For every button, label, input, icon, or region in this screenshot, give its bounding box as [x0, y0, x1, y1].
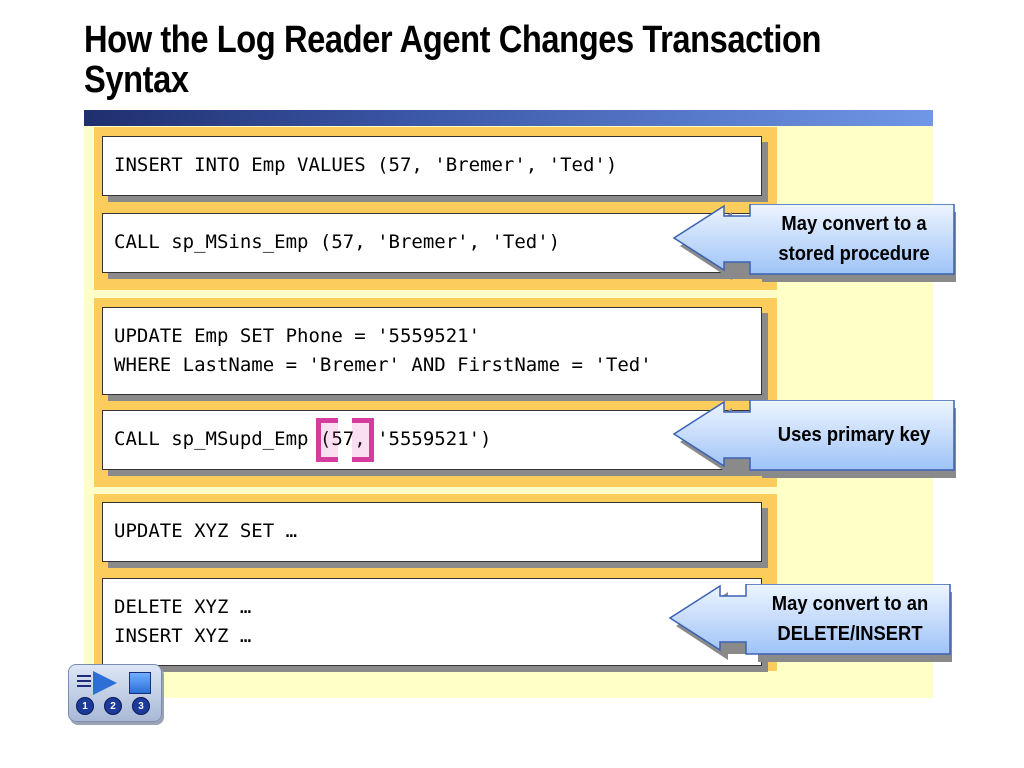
right-bracket-highlight — [351, 418, 374, 462]
callout-delete-insert: May convert to an DELETE/INSERT — [668, 584, 958, 662]
insert-statement: INSERT INTO Emp VALUES (57, 'Bremer', 'T… — [114, 154, 618, 176]
call-upd-statement: CALL sp_MSupd_Emp (57, '5559521') — [114, 418, 761, 462]
insert-statement-box: INSERT INTO Emp VALUES (57, 'Bremer', 'T… — [102, 136, 762, 196]
callout-delete-insert-text: May convert to an DELETE/INSERT — [771, 593, 929, 645]
left-arrow-callout-shape — [672, 204, 956, 282]
step-2-button[interactable]: 2 — [104, 697, 122, 715]
call-upd-statement-box: CALL sp_MSupd_Emp (57, '5559521') — [102, 410, 762, 470]
primary-key-highlight: (57, — [315, 418, 374, 462]
stop-icon[interactable] — [129, 672, 151, 694]
insert-xyz-statement: INSERT XYZ … — [114, 625, 252, 647]
call-upd-key: (57, — [319, 428, 366, 450]
update-statement-box: UPDATE Emp SET Phone = '5559521' WHERE L… — [102, 307, 762, 395]
left-arrow-callout-shape — [668, 584, 952, 662]
callout-primary-key-text: Uses primary key — [777, 424, 931, 446]
update-statement-line-2: WHERE LastName = 'Bremer' AND FirstName … — [114, 354, 652, 376]
step-3-button[interactable]: 3 — [132, 697, 150, 715]
slide-title: How the Log Reader Agent Changes Transac… — [84, 19, 822, 101]
delete-insert-statement-box: DELETE XYZ … INSERT XYZ … — [102, 578, 762, 666]
call-upd-suffix: '5559521') — [365, 428, 492, 450]
callout-stored-procedure-text: May convert to a stored procedure — [778, 213, 930, 265]
menu-lines-icon[interactable] — [77, 675, 91, 690]
update-xyz-statement-box: UPDATE XYZ SET … — [102, 502, 762, 562]
left-arrow-callout-shape — [672, 400, 956, 478]
callout-stored-procedure: May convert to a stored procedure — [672, 204, 962, 282]
title-divider-bar — [84, 110, 933, 126]
call-upd-prefix: CALL sp_MSupd_Emp — [114, 428, 320, 450]
update-statement-line-1: UPDATE Emp SET Phone = '5559521' — [114, 325, 481, 347]
step-1-button[interactable]: 1 — [76, 697, 94, 715]
call-ins-statement: CALL sp_MSins_Emp (57, 'Bremer', 'Ted') — [114, 231, 561, 253]
left-bracket-highlight — [315, 418, 338, 462]
delete-xyz-statement: DELETE XYZ … — [114, 596, 252, 618]
update-xyz-statement: UPDATE XYZ SET … — [114, 520, 298, 542]
call-ins-statement-box: CALL sp_MSins_Emp (57, 'Bremer', 'Ted') — [102, 213, 762, 273]
slide-navigation-widget[interactable]: 1 2 3 — [68, 664, 162, 722]
play-icon[interactable] — [93, 671, 117, 695]
callout-primary-key: Uses primary key — [672, 400, 962, 478]
